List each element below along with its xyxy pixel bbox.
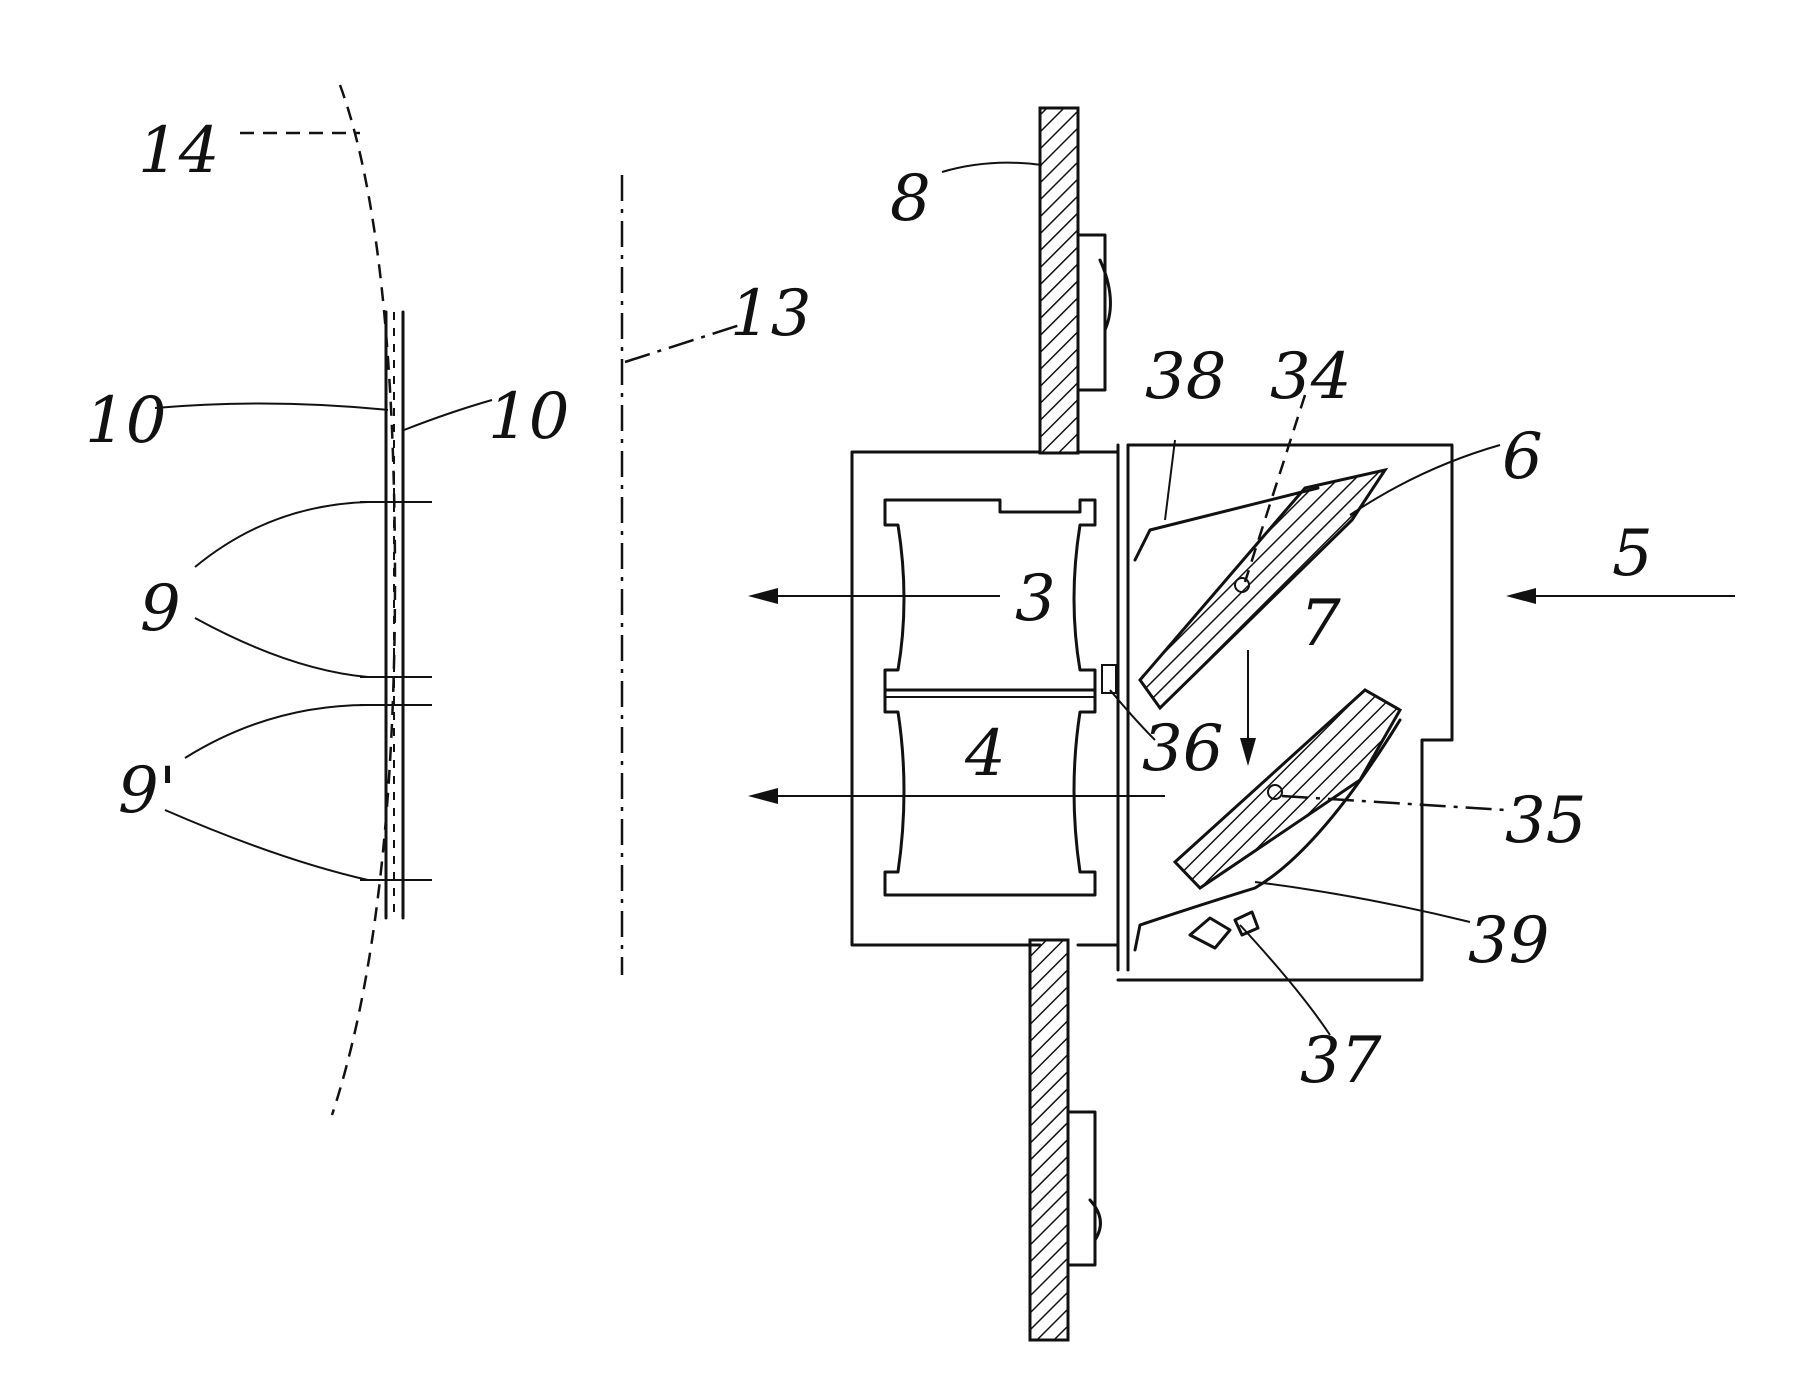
label-14: 14: [138, 114, 219, 188]
support-37: [1188, 910, 1260, 950]
label-10-right: 10: [488, 380, 569, 454]
leader-9-lower: [194, 617, 369, 678]
label-10-left: 10: [85, 384, 166, 458]
label-9: 9: [140, 572, 181, 646]
leader-38: [1164, 439, 1176, 521]
wall-8: [1028, 106, 1112, 1342]
label-8: 8: [890, 162, 931, 236]
label-37: 37: [1300, 1024, 1382, 1098]
mirror-7: [1172, 688, 1403, 890]
leader-35: [1281, 794, 1506, 812]
label-7: 7: [1300, 587, 1341, 661]
label-3: 3: [1015, 562, 1056, 636]
lens-4: [883, 688, 1097, 897]
leader-37: [1239, 924, 1331, 1036]
leader-34: [1243, 394, 1307, 583]
lens-3: [883, 498, 1097, 692]
arrowhead-down: [1240, 738, 1256, 766]
label-39: 39: [1468, 904, 1549, 978]
mirror-6: [1138, 467, 1389, 711]
leader-39: [1254, 881, 1471, 923]
leader-10-right: [403, 399, 493, 431]
label-9-prime: 9': [118, 754, 176, 828]
label-5: 5: [1612, 517, 1653, 591]
pivot-36: [1101, 664, 1117, 694]
label-34: 34: [1270, 340, 1351, 414]
label-35: 35: [1505, 784, 1586, 858]
label-36: 36: [1142, 712, 1223, 786]
bracket-38: [1133, 486, 1320, 562]
leader-36: [1109, 689, 1156, 741]
leader-9p-lower: [164, 809, 369, 881]
arrowhead-4: [748, 788, 778, 804]
film-strip-10: [384, 310, 405, 920]
mirror-housing: [1116, 443, 1454, 982]
curved-surface-14: [330, 84, 397, 1116]
leader-8: [941, 161, 1043, 173]
leader-9p-upper: [184, 704, 369, 759]
leader-13: [624, 323, 741, 364]
label-38: 38: [1145, 340, 1226, 414]
arrowhead-5: [1506, 588, 1536, 604]
leader-10-left: [154, 402, 389, 411]
label-13: 13: [730, 277, 811, 351]
leader-6: [1349, 444, 1501, 516]
label-6: 6: [1502, 420, 1543, 494]
marks-9: [360, 501, 432, 881]
arrowhead-3: [748, 588, 778, 604]
leader-9-upper: [194, 501, 369, 568]
label-4: 4: [964, 717, 1006, 791]
